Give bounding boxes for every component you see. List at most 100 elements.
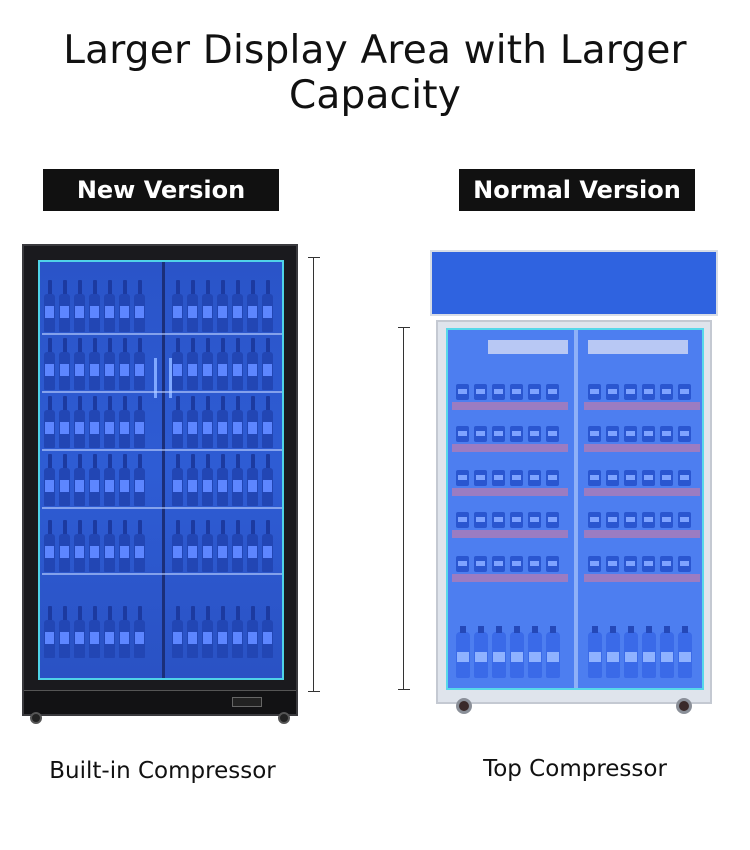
bottle — [187, 280, 198, 332]
bottle — [89, 338, 100, 390]
water-bottle — [642, 626, 656, 678]
bottle — [232, 280, 243, 332]
water-bottle — [546, 626, 560, 678]
shelf — [452, 530, 568, 538]
bottle — [202, 396, 213, 448]
bottle — [187, 338, 198, 390]
bottle — [59, 606, 70, 658]
bottle — [44, 606, 55, 658]
can — [492, 384, 505, 400]
can — [624, 426, 637, 442]
bottle — [134, 520, 145, 572]
shelf — [42, 391, 282, 393]
can — [660, 512, 673, 528]
bottle — [187, 454, 198, 506]
can — [678, 556, 691, 572]
can — [474, 384, 487, 400]
can — [510, 470, 523, 486]
compressor-base — [24, 690, 296, 714]
water-bottle — [510, 626, 524, 678]
bottle — [119, 606, 130, 658]
water-bottle — [660, 626, 674, 678]
bottle — [104, 606, 115, 658]
bottle — [262, 454, 273, 506]
bottle — [187, 520, 198, 572]
can — [456, 384, 469, 400]
can — [660, 470, 673, 486]
bottle — [247, 606, 258, 658]
can — [642, 426, 655, 442]
bottle — [262, 520, 273, 572]
bottle — [119, 280, 130, 332]
bottle — [232, 454, 243, 506]
can — [606, 470, 619, 486]
bottle — [44, 280, 55, 332]
bottle — [172, 520, 183, 572]
top-compressor-box — [430, 250, 718, 316]
bottle — [104, 280, 115, 332]
shelf — [42, 507, 282, 509]
caster-wheel — [456, 698, 472, 714]
shelf — [584, 574, 700, 582]
bottle — [89, 606, 100, 658]
new-version-glass-display — [38, 260, 284, 680]
bottle — [172, 280, 183, 332]
can — [456, 470, 469, 486]
can — [546, 384, 559, 400]
bottle — [262, 338, 273, 390]
bottle — [134, 454, 145, 506]
built-in-compressor-caption: Built-in Compressor — [49, 758, 276, 784]
bottle — [119, 396, 130, 448]
control-panel — [232, 697, 262, 707]
can — [660, 384, 673, 400]
water-bottle — [678, 626, 692, 678]
water-bottle — [624, 626, 638, 678]
bottle — [74, 338, 85, 390]
can — [624, 470, 637, 486]
can — [678, 426, 691, 442]
can — [660, 556, 673, 572]
top-compressor-caption: Top Compressor — [483, 756, 667, 782]
normal-version-fridge-image — [430, 250, 718, 714]
can — [474, 556, 487, 572]
can — [642, 512, 655, 528]
bottle — [44, 454, 55, 506]
bottle — [44, 396, 55, 448]
shelf — [42, 573, 282, 575]
bottle — [232, 606, 243, 658]
bottle — [134, 338, 145, 390]
bottle — [134, 280, 145, 332]
bottle — [74, 280, 85, 332]
door-divider — [162, 262, 165, 678]
water-bottle — [492, 626, 506, 678]
bottle — [119, 338, 130, 390]
can — [624, 384, 637, 400]
shelf — [42, 333, 282, 335]
bottle — [202, 454, 213, 506]
water-bottle — [528, 626, 542, 678]
bottle — [247, 338, 258, 390]
bottle — [202, 338, 213, 390]
can — [642, 470, 655, 486]
can — [642, 556, 655, 572]
bottle — [247, 454, 258, 506]
door-divider — [574, 330, 578, 688]
bottle — [262, 280, 273, 332]
can — [492, 470, 505, 486]
bottle — [119, 520, 130, 572]
bottle — [89, 454, 100, 506]
bottle — [217, 338, 228, 390]
bottle — [172, 454, 183, 506]
bottle — [247, 520, 258, 572]
page-title: Larger Display Area with Larger Capacity — [63, 28, 687, 118]
shelf — [452, 574, 568, 582]
bottle — [232, 396, 243, 448]
bottle — [262, 606, 273, 658]
bottle — [217, 396, 228, 448]
light-bar — [588, 340, 688, 354]
can — [492, 426, 505, 442]
bottle — [74, 520, 85, 572]
can — [606, 384, 619, 400]
caster-wheel — [676, 698, 692, 714]
bottle — [104, 454, 115, 506]
